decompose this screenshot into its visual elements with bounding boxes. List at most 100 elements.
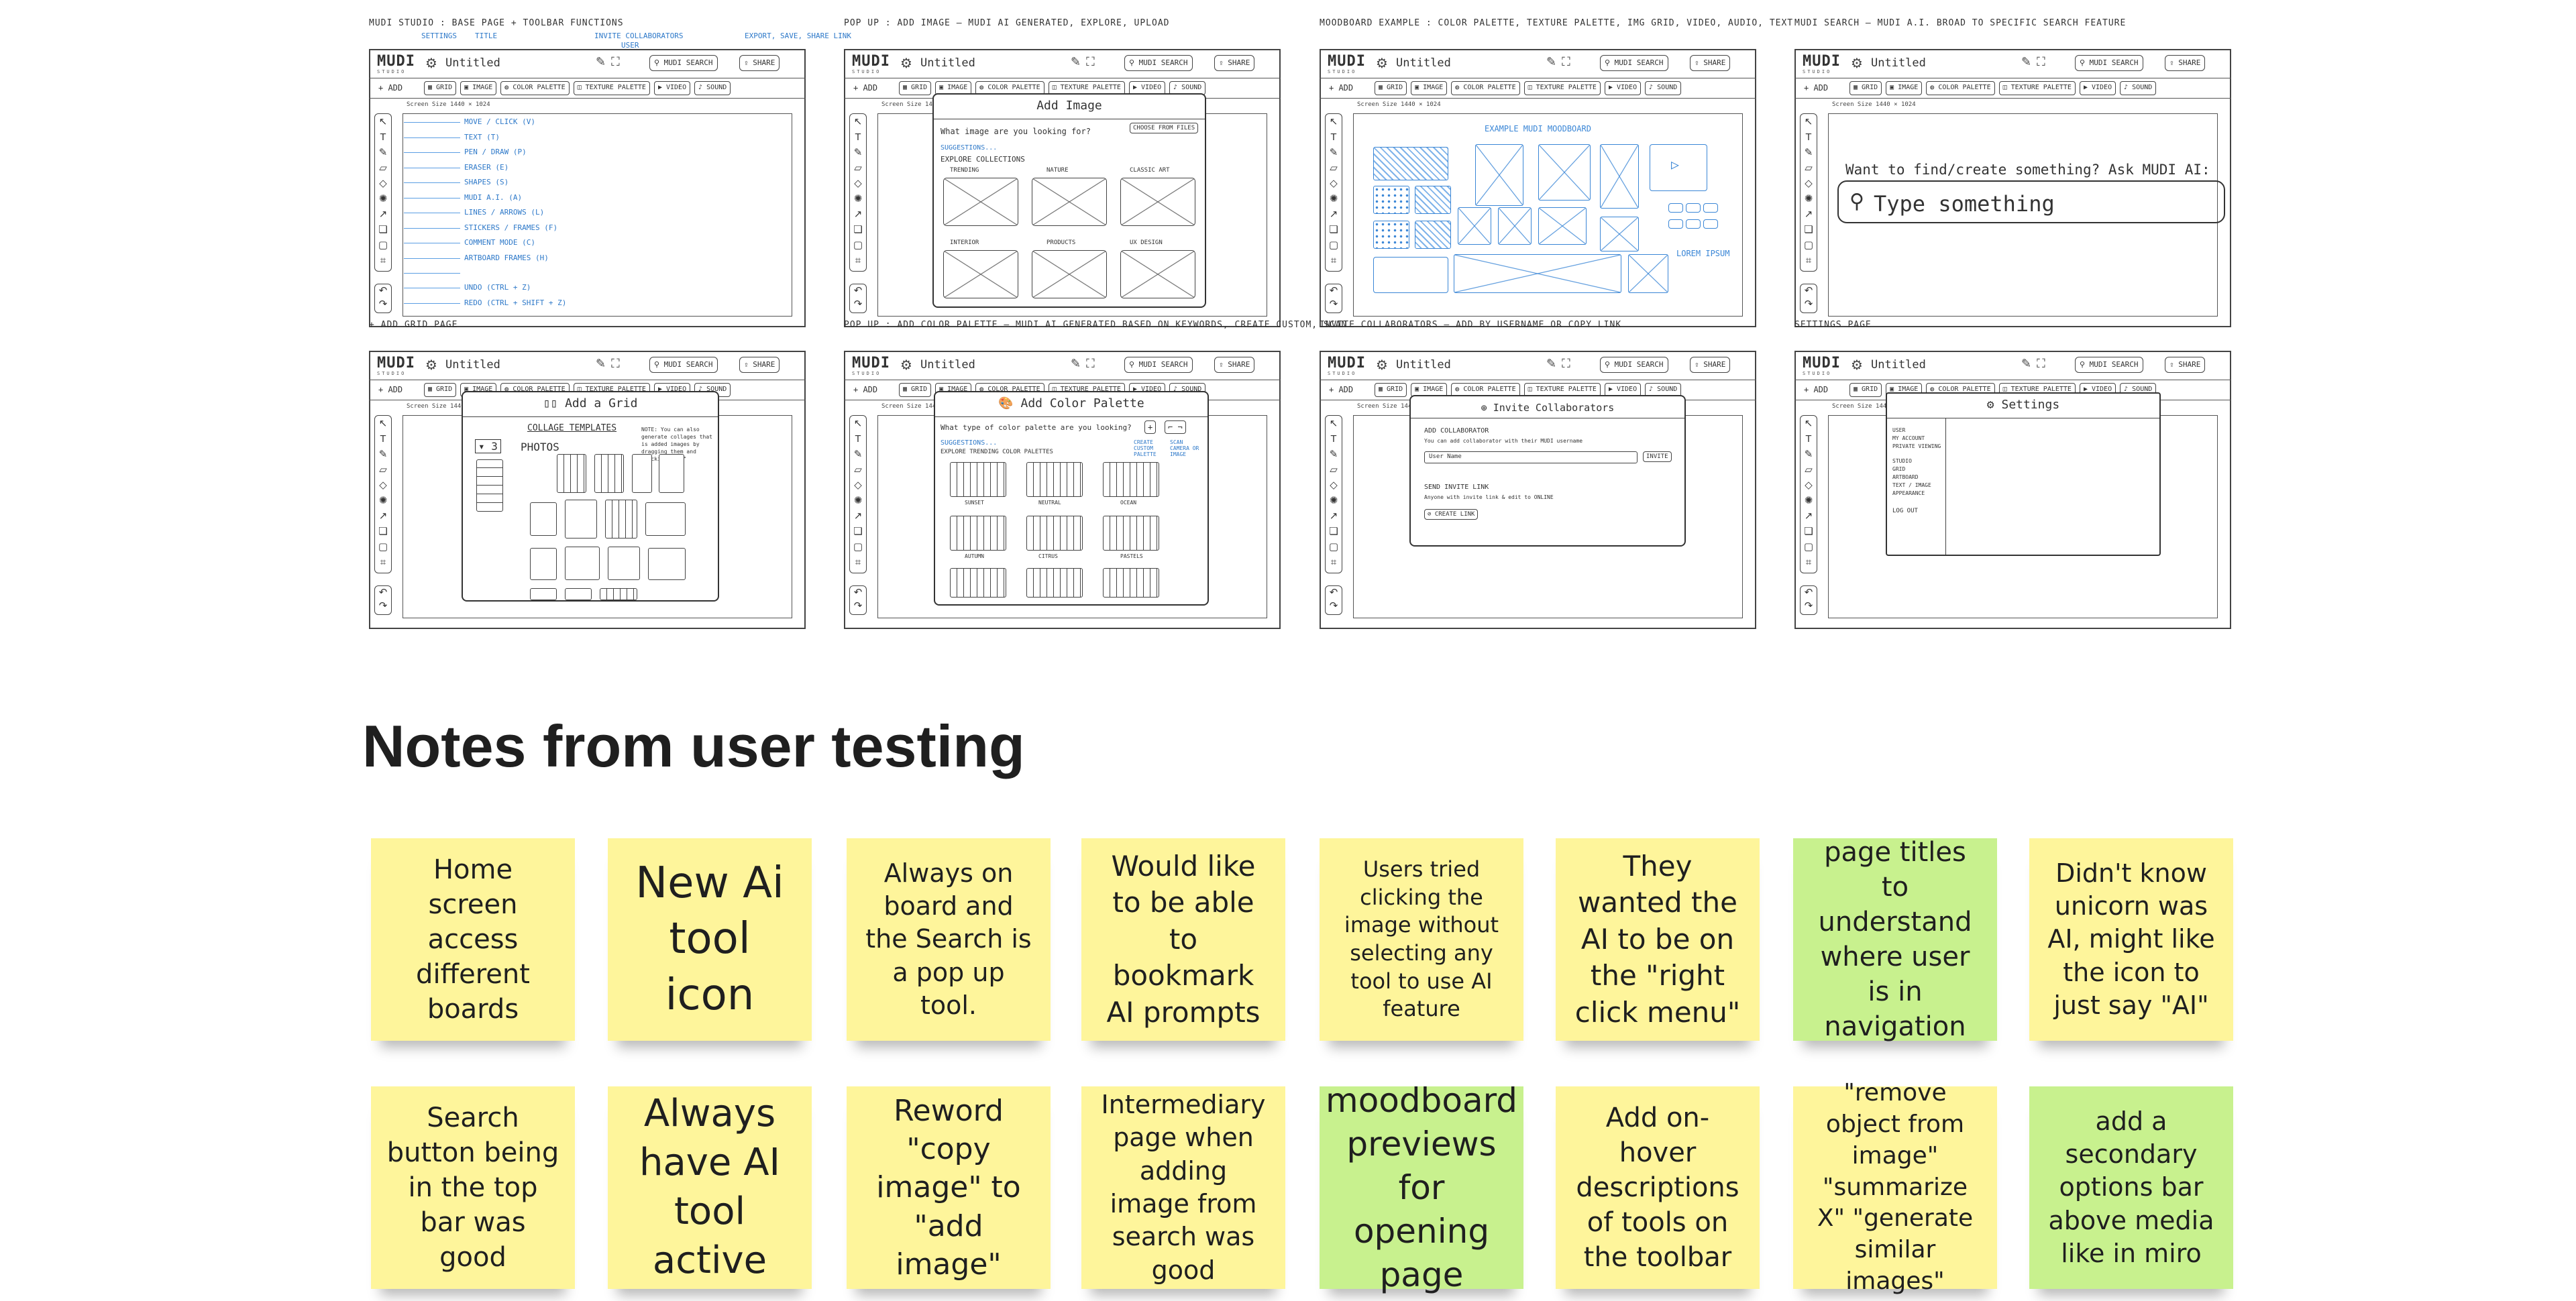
- collection-thumb: [943, 250, 1018, 298]
- text-icon: T: [855, 433, 861, 445]
- sketch-sub-label: USER: [621, 41, 639, 50]
- sticky-note[interactable]: They wanted the AI to be on the "right c…: [1556, 838, 1760, 1041]
- texture-swatch: [1415, 221, 1451, 249]
- sticky-note[interactable]: moodboard previews for opening page: [1320, 1081, 1523, 1294]
- sticky-note[interactable]: Always have AI tool active: [608, 1086, 812, 1289]
- undo-icon: ↶: [378, 587, 388, 598]
- share-button: ⇪ SHARE: [1214, 357, 1255, 373]
- grid-chip: ▦ GRID: [1849, 383, 1882, 397]
- sticky-note[interactable]: Search button being in the top bar was g…: [371, 1086, 575, 1289]
- sketch-caption: + ADD GRID PAGE: [369, 320, 458, 330]
- arrow-icon: ↗: [1329, 209, 1338, 220]
- comment-icon: ▢: [1328, 541, 1339, 553]
- sticky-note[interactable]: add a secondary options bar above media …: [2029, 1086, 2233, 1289]
- sticky-note[interactable]: page titles to understand where user is …: [1793, 837, 1997, 1042]
- cursor-icon: ↖: [853, 116, 863, 127]
- collection-label: CLASSIC ART: [1130, 167, 1170, 174]
- share-button: ⇪ SHARE: [1214, 55, 1255, 71]
- mudi-logo: MUDI: [377, 355, 415, 372]
- video-chip: ▶ VIDEO: [1604, 81, 1642, 95]
- mudi-search-button: ⚲ MUDI SEARCH: [649, 357, 718, 373]
- sketch-sub-label: SETTINGS: [421, 32, 457, 40]
- undo-icon: ↶: [853, 587, 863, 598]
- sticky-note[interactable]: Users tried clicking the image without s…: [1320, 838, 1523, 1041]
- sketch-caption: POP UP : ADD IMAGE — MUDI AI GENERATED, …: [844, 18, 1170, 28]
- sketch-sub-label: EXPORT, SAVE, SHARE LINK: [745, 32, 851, 40]
- share-button: ⇪ SHARE: [739, 357, 780, 373]
- wireframe-doc-title: Untitled: [1396, 56, 1451, 70]
- cursor-icon: ↖: [1804, 116, 1813, 127]
- ai-icon: ✺: [378, 495, 388, 506]
- undo-redo-panel: ↶↷: [1325, 585, 1342, 615]
- wireframe-topbar: MUDI STUDIO ⚙ Untitled ✎⛶ ⚲ MUDI SEARCH …: [1320, 49, 1756, 78]
- tool-sidebar: ↖T✎▱◇✺↗❏▢⌗: [1325, 113, 1342, 272]
- wireframe-doc-title: Untitled: [445, 358, 500, 372]
- shapes-icon: ◇: [854, 178, 862, 189]
- mudi-logo: MUDI: [1803, 53, 1841, 70]
- tool-sidebar: ↖T✎▱◇✺↗❏▢⌗: [374, 415, 392, 573]
- texture-swatch: [1415, 186, 1451, 214]
- collections-heading: EXPLORE COLLECTIONS: [941, 155, 1025, 164]
- redo-icon: ↷: [1329, 298, 1338, 310]
- undo-redo-panel: ↶↷: [849, 284, 867, 313]
- color-palette-chip: ◍ COLOR PALETTE: [500, 81, 570, 95]
- sticky-note[interactable]: "remove object from image" "summarize X"…: [1793, 1079, 1997, 1295]
- wireframe-canvas: [1353, 113, 1743, 317]
- sticky-note[interactable]: Didn't know unicorn was AI, might like t…: [2029, 838, 2233, 1041]
- legend-item: COMMENT MODE (C): [404, 235, 566, 251]
- sticky-note[interactable]: Intermediary page when adding image from…: [1081, 1086, 1285, 1289]
- sketch-add-grid: MUDI STUDIO ⚙ Untitled ✎⛶ ⚲ MUDI SEARCH …: [369, 320, 806, 629]
- collaborator-icons: ✎⛶: [2021, 357, 2051, 370]
- collaborator-icons: ✎⛶: [1071, 357, 1100, 370]
- sound-chip: ♪ SOUND: [1645, 81, 1682, 95]
- frame-icon: ⌗: [1330, 255, 1337, 266]
- play-icon: ▷: [1671, 156, 1680, 172]
- sticky-note[interactable]: Would like to be able to bookmark AI pro…: [1081, 838, 1285, 1041]
- modal-title: 🎨 Add Color Palette: [998, 396, 1144, 410]
- arrow-icon: ↗: [378, 510, 388, 522]
- gear-icon: ⚙: [1851, 358, 1863, 373]
- cursor-icon: ↖: [853, 418, 863, 429]
- undo-icon: ↶: [1804, 285, 1813, 296]
- add-label: + ADD: [853, 385, 878, 394]
- collection-label: INTERIOR: [950, 239, 979, 246]
- undo-icon: ↶: [1329, 587, 1338, 598]
- wireframe-topbar: MUDI STUDIO ⚙ Untitled ✎⛶ ⚲ MUDI SEARCH …: [1794, 351, 2231, 380]
- tool-sidebar: ↖T✎▱◇✺↗❏▢⌗: [849, 113, 867, 272]
- custom-palette-note: CREATE CUSTOM PALETTE: [1134, 439, 1157, 457]
- moodboard-example-label: EXAMPLE MUDI MOODBOARD: [1485, 124, 1591, 133]
- collection-thumb: [1120, 250, 1195, 298]
- settings-menu-item: USER: [1892, 427, 1906, 433]
- moodboard-image: [1498, 207, 1532, 245]
- sticky-note[interactable]: Reword "copy image" to "add image": [847, 1086, 1051, 1289]
- text-icon: T: [1805, 433, 1812, 445]
- shapes-icon: ◇: [379, 479, 387, 491]
- wireframe-frame: [369, 49, 806, 327]
- screen-size-label: Screen Size 1440 × 1024: [1832, 403, 1916, 410]
- lorem-text: LOREM IPSUM: [1676, 249, 1730, 258]
- redo-icon: ↷: [853, 600, 863, 612]
- undo-redo-panel: ↶↷: [1800, 284, 1817, 313]
- modal-title: Add Image: [1036, 99, 1102, 113]
- search-placeholder: Type something: [1874, 191, 2055, 217]
- image-chip: ▣ IMAGE: [1411, 81, 1448, 95]
- color-palette-chip: ◍ COLOR PALETTE: [1926, 81, 1995, 95]
- sticky-note[interactable]: Home screen access different boards: [371, 838, 575, 1041]
- sticky-note[interactable]: Always on board and the Search is a pop …: [847, 838, 1051, 1041]
- mudi-search-button: ⚲ MUDI SEARCH: [649, 55, 718, 71]
- pen-icon: ✎: [1804, 147, 1813, 158]
- ai-icon: ✺: [1804, 495, 1813, 506]
- gear-icon: ⚙: [1851, 56, 1863, 71]
- frame-icon: ⌗: [1805, 557, 1812, 568]
- moodboard-image: [1475, 144, 1523, 206]
- settings-menu: USER MY ACCOUNT PRIVATE VIEWING STUDIO G…: [1887, 418, 1946, 555]
- screen-size-label: Screen Size 1440 × 1024: [1832, 101, 1916, 108]
- wireframe-doc-title: Untitled: [1871, 56, 1926, 70]
- mudi-search-button: ⚲ MUDI SEARCH: [1600, 357, 1668, 373]
- legend-item: TEXT (T): [404, 130, 566, 146]
- link-icon: ⊘: [1428, 511, 1435, 518]
- sticky-note[interactable]: Add on-hover descriptions of tools on th…: [1556, 1086, 1760, 1289]
- invite-button: INVITE: [1643, 451, 1672, 462]
- sticky-note[interactable]: New Ai tool icon: [608, 838, 812, 1041]
- ai-icon: ✺: [1329, 193, 1338, 205]
